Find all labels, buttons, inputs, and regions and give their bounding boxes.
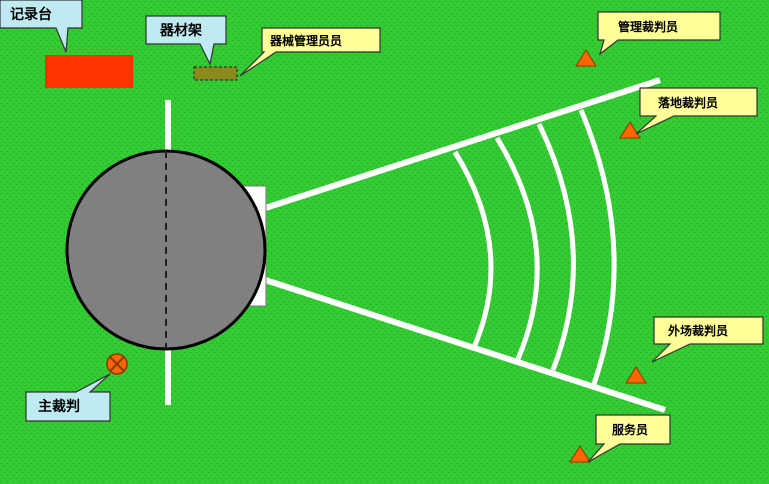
distance-arc-3 bbox=[536, 122, 576, 371]
triangle-icon bbox=[569, 445, 591, 463]
equipment-manager-label: 器械管理员员 bbox=[269, 33, 342, 48]
equipment-rack-label: 器材架 bbox=[159, 22, 202, 39]
circled-x-icon bbox=[106, 353, 128, 375]
triangle-icon bbox=[575, 49, 597, 67]
sector-lines bbox=[165, 77, 666, 413]
sector-line-lower bbox=[249, 272, 666, 413]
callout-equipment-manager: 器械管理员员 bbox=[239, 27, 381, 77]
triangle-icon bbox=[619, 121, 641, 139]
callout-field-referee: 外场裁判员 bbox=[651, 316, 764, 363]
triangle-icon bbox=[625, 366, 647, 384]
landing-referee-label: 落地裁判员 bbox=[658, 95, 718, 110]
management-referee-label: 管理裁判员 bbox=[618, 19, 678, 34]
distance-arc-1 bbox=[452, 150, 494, 346]
callout-management-referee: 管理裁判员 bbox=[597, 11, 721, 56]
record-table bbox=[45, 55, 133, 88]
callout-chief-referee: 主裁判 bbox=[25, 373, 111, 422]
equipment-rack bbox=[193, 66, 238, 81]
callout-landing-referee: 落地裁判员 bbox=[635, 87, 758, 135]
sector-line-upper bbox=[249, 77, 661, 216]
record-table-label: 记录台 bbox=[10, 6, 52, 23]
field-referee-label: 外场裁判员 bbox=[668, 323, 728, 338]
official-markers bbox=[569, 49, 647, 463]
callout-service-staff: 服务员 bbox=[587, 414, 671, 463]
service-staff-label: 服务员 bbox=[612, 422, 648, 437]
distance-arc-4 bbox=[578, 109, 617, 385]
distance-arc-2 bbox=[494, 136, 540, 360]
callout-record-table: 记录台 bbox=[0, 0, 83, 53]
callout-equipment-rack: 器材架 bbox=[145, 15, 227, 66]
chief-referee-label: 主裁判 bbox=[38, 398, 80, 415]
